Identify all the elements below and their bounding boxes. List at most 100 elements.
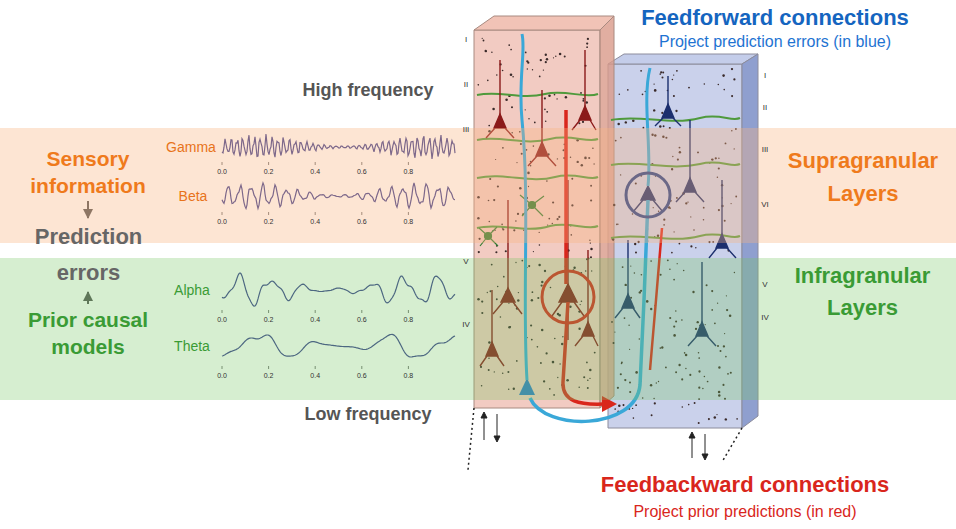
cell-dot — [625, 121, 627, 123]
connection-note: Project prior predictions (in red) — [633, 503, 856, 521]
cell-dot — [505, 250, 507, 252]
soma — [662, 104, 674, 118]
wave-label: Theta — [174, 338, 210, 354]
cell-dot — [582, 121, 584, 123]
layer-numeral: I — [764, 71, 766, 80]
cell-dot — [582, 100, 584, 102]
cell-dot — [708, 418, 710, 420]
cell-dot — [559, 53, 562, 56]
cell-dot — [731, 95, 733, 97]
node-text: Prediction errors — [6, 219, 171, 291]
cell-dot — [654, 89, 657, 92]
cell-dot — [660, 71, 662, 73]
axis-tick: 0.8 — [404, 168, 414, 176]
axis-tick: 0.4 — [310, 168, 320, 176]
cell-dot — [545, 61, 547, 63]
cell-dot — [487, 80, 489, 82]
cell-dot — [614, 408, 616, 410]
axis-tick: 0.8 — [404, 316, 414, 324]
cell-dot — [482, 38, 483, 39]
cell-dot — [673, 74, 674, 75]
cell-dot — [695, 247, 697, 249]
cell-dot — [676, 70, 678, 72]
cell-dot — [640, 70, 642, 72]
cell-dot — [714, 416, 717, 419]
layer-band: Infragranular LayersPrior causal models — [0, 258, 956, 400]
cell-dot — [477, 84, 479, 86]
cell-dot — [491, 52, 493, 54]
cell-dot — [525, 109, 526, 110]
arrow-head — [702, 454, 708, 460]
cell-dot — [619, 93, 621, 95]
cell-dot — [544, 109, 546, 111]
soma — [494, 114, 506, 128]
cell-dot — [663, 125, 665, 127]
connection-note: Project prediction errors (in blue) — [659, 33, 891, 51]
arrow-head — [494, 436, 500, 442]
cell-dot — [483, 40, 485, 42]
cell-dot — [580, 92, 582, 94]
axis-tick: 0.4 — [310, 372, 320, 380]
layer-numeral: V — [762, 280, 767, 289]
cell-dot — [565, 96, 568, 99]
cell-dot — [532, 69, 533, 70]
layer-numeral: I — [465, 35, 467, 44]
connection-title: Feedbackward connections — [601, 472, 890, 497]
layer-numeral: II — [464, 80, 468, 89]
column-top — [608, 54, 758, 64]
cell-dot — [635, 404, 637, 406]
layer-numeral: II — [763, 103, 767, 112]
cell-dot — [548, 94, 551, 97]
cell-dot — [587, 38, 589, 40]
cell-dot — [675, 110, 677, 112]
fibre — [477, 93, 598, 96]
cell-dot — [512, 76, 514, 78]
cell-dot — [618, 404, 621, 407]
axis-tick: 0.0 — [217, 168, 227, 176]
cell-dot — [555, 55, 556, 56]
cell-dot — [653, 109, 655, 111]
cell-dot — [502, 70, 504, 72]
cell-dot — [527, 68, 528, 69]
dotted-line — [722, 428, 742, 462]
cell-dot — [736, 418, 738, 420]
arrow-head — [481, 412, 487, 418]
node-text: Supragranular Layers — [768, 144, 956, 210]
cell-dot — [510, 74, 513, 77]
axis-tick: 0.4 — [310, 316, 320, 324]
layer-numeral: III — [762, 145, 769, 154]
cell-dot — [633, 417, 635, 419]
cell-dot — [673, 95, 675, 97]
cell-dot — [651, 414, 653, 416]
cell-dot — [635, 251, 637, 253]
frequency-label: Low frequency — [304, 404, 431, 425]
cell-dot — [654, 90, 656, 92]
cell-dot — [510, 49, 512, 51]
cell-dot — [653, 83, 654, 84]
cell-dot — [718, 84, 720, 86]
cell-dot — [505, 99, 508, 102]
node-text: Infragranular Layers — [775, 260, 950, 324]
cell-dot — [544, 97, 546, 99]
cell-dot — [682, 406, 684, 408]
layer-numeral: VI — [761, 200, 769, 209]
cell-dot — [546, 58, 548, 60]
cell-dot — [704, 83, 706, 85]
cell-dot — [583, 98, 585, 100]
cell-dot — [485, 50, 487, 52]
cell-dot — [586, 101, 588, 103]
cell-dot — [632, 408, 633, 409]
concept-label: Prior causal models — [8, 306, 168, 360]
frequency-label: High frequency — [302, 80, 433, 101]
arrow-head — [689, 432, 695, 438]
cell-dot — [731, 68, 733, 70]
node-text: Prior causal models — [8, 306, 168, 360]
cell-dot — [733, 78, 735, 80]
cell-dot — [534, 122, 536, 124]
small-arrows — [481, 412, 708, 460]
axis-tick: 0.2 — [264, 168, 274, 176]
cell-dot — [495, 251, 497, 253]
cell-dot — [553, 57, 554, 58]
cell-dot — [659, 73, 661, 75]
dendrite — [486, 60, 514, 138]
